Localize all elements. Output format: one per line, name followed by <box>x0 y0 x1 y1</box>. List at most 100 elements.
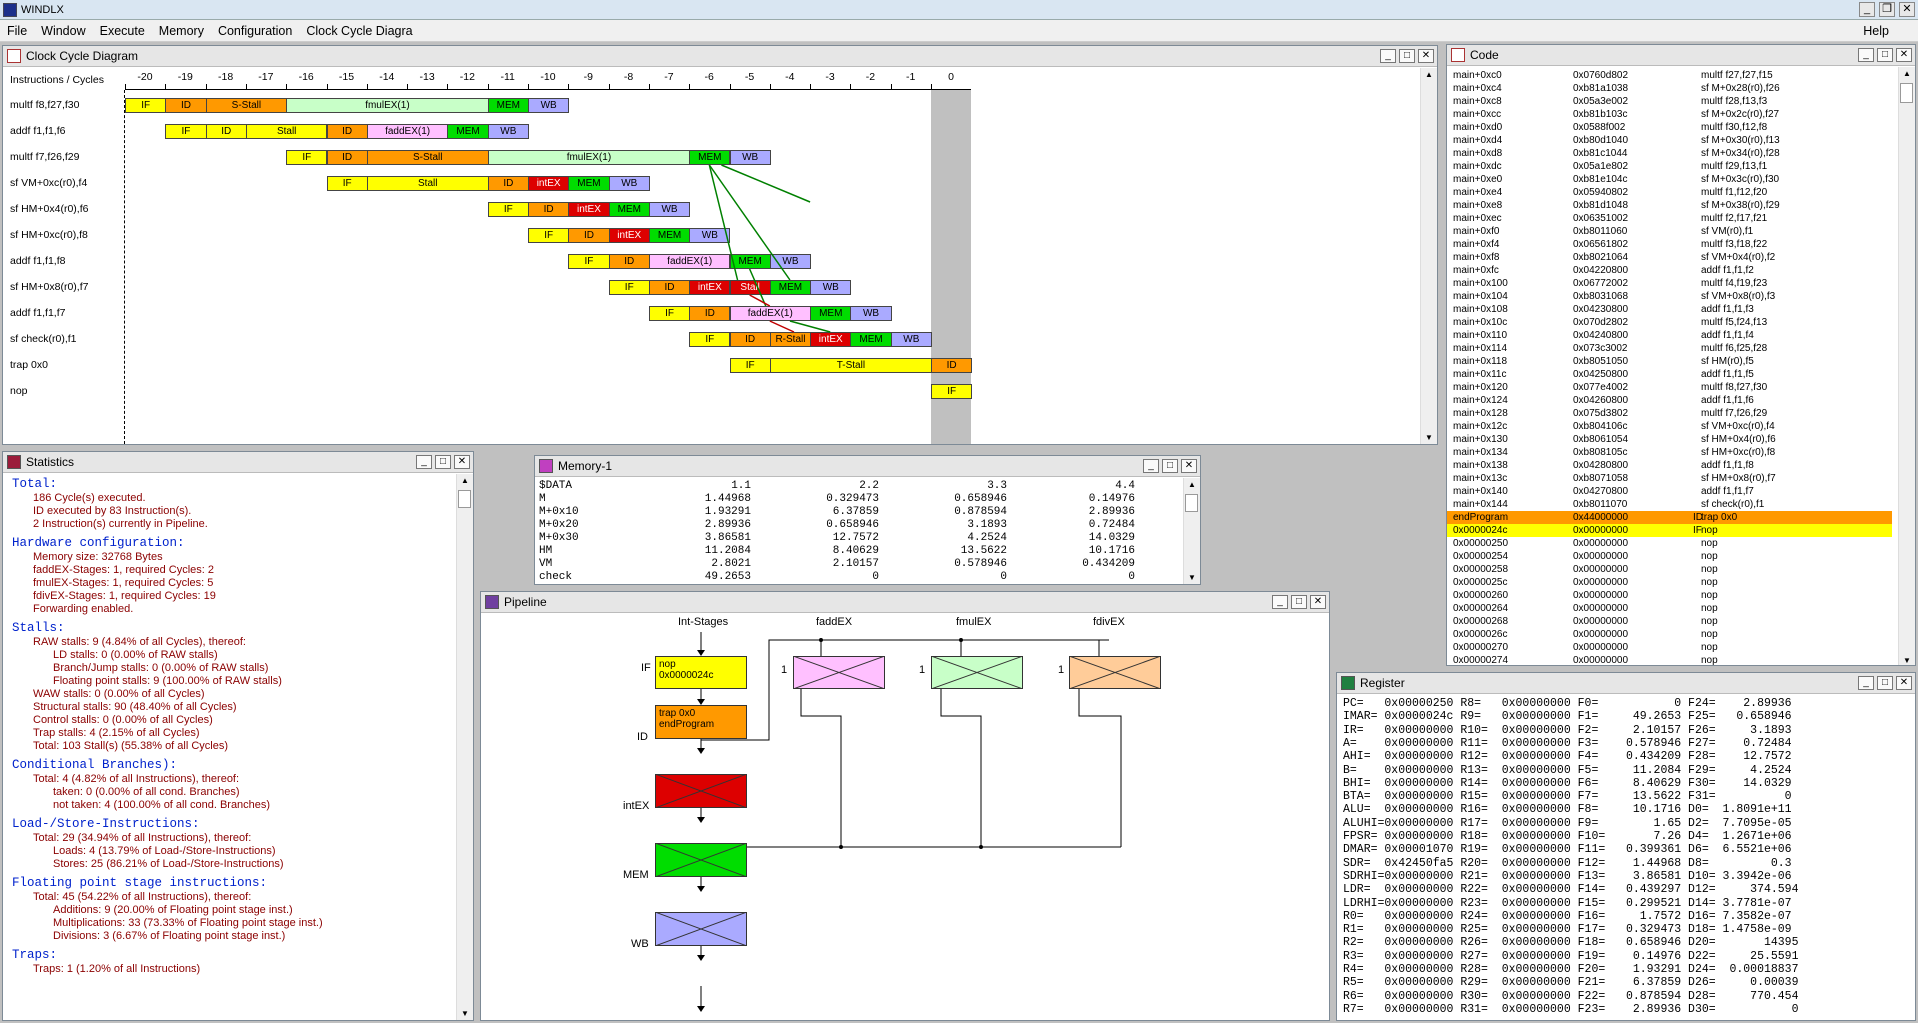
stage-cell[interactable]: intEX <box>608 228 650 243</box>
scroll-up-icon[interactable]: ▲ <box>1903 69 1911 78</box>
maximize-button[interactable]: □ <box>1399 49 1415 63</box>
fdivex-stage-box[interactable] <box>1069 656 1161 689</box>
close-button[interactable]: ✕ <box>1418 49 1434 63</box>
close-button[interactable]: ✕ <box>1896 676 1912 690</box>
minimize-button[interactable]: _ <box>1858 48 1874 62</box>
maximize-button[interactable]: □ <box>1162 459 1178 473</box>
stage-cell[interactable]: ID <box>487 176 529 191</box>
instruction-label[interactable]: trap 0x0 <box>10 359 48 371</box>
restore-button[interactable]: ❐ <box>1879 2 1895 17</box>
instruction-label[interactable]: multf f8,f27,f30 <box>10 99 80 111</box>
stage-cell[interactable]: IF <box>931 384 973 399</box>
close-button[interactable]: ✕ <box>1310 595 1326 609</box>
instruction-label[interactable]: sf check(r0),f1 <box>10 333 77 345</box>
instruction-label[interactable]: sf VM+0xc(r0),f4 <box>10 177 88 189</box>
scroll-up-icon[interactable]: ▲ <box>461 476 469 485</box>
menu-help[interactable]: Help <box>1863 23 1889 38</box>
scroll-down-icon[interactable]: ▼ <box>1903 656 1911 665</box>
stage-cell[interactable]: WB <box>689 228 731 243</box>
stage-cell[interactable]: IF <box>608 280 650 295</box>
if-stage-box[interactable]: nop 0x0000024c <box>655 656 747 689</box>
scroll-thumb[interactable] <box>1900 83 1913 103</box>
stage-cell[interactable]: WB <box>528 98 570 113</box>
faddex-stage-box[interactable] <box>793 656 885 689</box>
instruction-label[interactable]: sf HM+0x4(r0),f6 <box>10 203 89 215</box>
stage-cell[interactable]: WB <box>487 124 529 139</box>
instruction-label[interactable]: nop <box>10 385 28 397</box>
maximize-button[interactable]: □ <box>1877 48 1893 62</box>
menu-configuration[interactable]: Configuration <box>217 23 293 38</box>
vertical-scrollbar[interactable]: ▲ ▼ <box>456 474 473 1020</box>
scroll-down-icon[interactable]: ▼ <box>461 1009 469 1018</box>
minimize-button[interactable]: _ <box>1859 2 1875 17</box>
stage-cell[interactable]: WB <box>850 306 892 321</box>
stage-cell[interactable]: MEM <box>810 306 852 321</box>
stage-cell[interactable]: faddEX(1) <box>366 124 449 139</box>
menu-file[interactable]: File <box>7 23 28 38</box>
instruction-label[interactable]: addf f1,f1,f7 <box>10 307 66 319</box>
wb-stage-box[interactable] <box>655 912 747 946</box>
minimize-button[interactable]: _ <box>1380 49 1396 63</box>
stage-cell[interactable]: ID <box>931 358 973 373</box>
vertical-scrollbar[interactable]: ▲ ▼ <box>1183 478 1200 584</box>
stage-cell[interactable]: IF <box>729 358 771 373</box>
instruction-label[interactable]: sf HM+0xc(r0),f8 <box>10 229 88 241</box>
minimize-button[interactable]: _ <box>1858 676 1874 690</box>
close-button[interactable]: ✕ <box>1899 2 1915 17</box>
minimize-button[interactable]: _ <box>416 455 432 469</box>
scroll-thumb[interactable] <box>458 490 471 508</box>
stage-cell[interactable]: S-Stall <box>366 150 489 165</box>
fmulex-stage-box[interactable] <box>931 656 1023 689</box>
stage-cell[interactable]: WB <box>810 280 852 295</box>
stage-cell[interactable]: WB <box>608 176 650 191</box>
instruction-label[interactable]: addf f1,f1,f8 <box>10 255 66 267</box>
stage-cell[interactable]: IF <box>286 150 328 165</box>
stage-cell[interactable]: MEM <box>689 150 731 165</box>
menu-clock-cycle-diagram[interactable]: Clock Cycle Diagra <box>306 23 413 38</box>
stage-cell[interactable]: WB <box>890 332 932 347</box>
vertical-scrollbar[interactable]: ▲ ▼ <box>1420 68 1437 444</box>
stage-cell[interactable]: IF <box>568 254 610 269</box>
instruction-label[interactable]: sf HM+0x8(r0),f7 <box>10 281 89 293</box>
stage-cell[interactable]: ID <box>568 228 610 243</box>
instruction-label[interactable]: addf f1,f1,f6 <box>10 125 66 137</box>
intex-stage-box[interactable] <box>655 774 747 808</box>
scroll-down-icon[interactable]: ▼ <box>1188 573 1196 582</box>
scroll-up-icon[interactable]: ▲ <box>1188 480 1196 489</box>
close-button[interactable]: ✕ <box>1181 459 1197 473</box>
